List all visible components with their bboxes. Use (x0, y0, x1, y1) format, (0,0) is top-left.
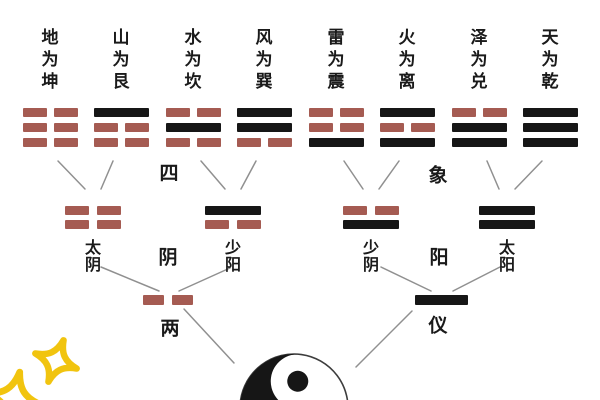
trigram-symbol (522, 108, 578, 153)
taiji-dot (287, 370, 309, 392)
sixiang-symbol (65, 206, 121, 234)
trigram-column-kun: 地 为 坤 (22, 27, 78, 153)
trigram-name-char: 巽 (255, 72, 273, 91)
trigram-symbol (236, 108, 292, 153)
taiji-symbol (239, 353, 349, 400)
sixiang-column-shaoyin: 少 阴 (343, 206, 399, 274)
sixiang-name-char: 少 (362, 240, 379, 257)
label-liang: 两 (160, 318, 180, 340)
trigram-name-char: 火 (398, 28, 416, 47)
trigram-symbol (93, 108, 149, 153)
sixiang-symbol (205, 206, 261, 234)
sixiang-name-char: 太 (498, 240, 515, 257)
sixiang-symbol (479, 206, 535, 234)
connector-lines (57, 160, 543, 368)
sixiang-name-char: 阳 (224, 257, 241, 274)
liangyi-yang-symbol (415, 295, 468, 305)
trigram-name-char: 山 (112, 28, 130, 47)
trigram-column-kan: 水 为 坎 (165, 27, 221, 153)
trigram-column-xun: 风 为 巽 (236, 27, 292, 153)
trigram-name-char: 为 (112, 50, 130, 69)
trigram-name-char: 为 (541, 50, 559, 69)
connector-line (343, 160, 364, 190)
trigram-name-char: 为 (41, 50, 59, 69)
trigram-name-char: 风 (255, 28, 273, 47)
trigram-name: 地 为 坤 (42, 27, 59, 93)
connector-line (514, 160, 543, 190)
sixiang-name-char: 少 (224, 240, 241, 257)
sixiang-name: 太 阳 (499, 240, 515, 274)
trigram-name: 泽 为 兑 (471, 27, 488, 93)
connector-line (240, 160, 257, 190)
connector-line (100, 160, 114, 190)
trigram-name-char: 泽 (470, 28, 488, 47)
trigram-name: 风 为 巽 (256, 27, 273, 93)
connector-line (57, 160, 86, 190)
sixiang-name-char: 太 (84, 240, 101, 257)
trigram-name-char: 为 (184, 50, 202, 69)
trigram-name-char: 地 (41, 28, 59, 47)
label-image: 象 (428, 165, 448, 187)
trigram-name: 水 为 坎 (185, 27, 202, 93)
sixiang-name-char: 阴 (84, 257, 101, 274)
trigram-name: 天 为 乾 (542, 27, 559, 93)
trigram-name-char: 坤 (41, 72, 59, 91)
sparkle-icon (0, 368, 45, 400)
trigram-name: 雷 为 震 (328, 27, 345, 93)
trigram-name: 山 为 艮 (113, 27, 130, 93)
trigram-name-char: 艮 (112, 72, 130, 91)
trigram-symbol (22, 108, 78, 153)
sparkle-icon (32, 337, 80, 385)
sixiang-name: 太 阴 (85, 240, 101, 274)
trigram-column-gen: 山 为 艮 (93, 27, 149, 153)
trigram-name-char: 为 (398, 50, 416, 69)
trigram-name-char: 为 (470, 50, 488, 69)
label-four: 四 (159, 163, 179, 185)
sixiang-column-taiyin: 太 阴 (65, 206, 121, 274)
taiji-swirl (240, 354, 318, 400)
taiji-circle (239, 353, 349, 400)
trigram-name-char: 坎 (184, 72, 202, 91)
sixiang-name-char: 阳 (498, 257, 515, 274)
sixiang-name: 少 阴 (363, 240, 379, 274)
trigram-name-char: 雷 (327, 28, 345, 47)
trigram-symbol (165, 108, 221, 153)
trigram-name: 火 为 离 (399, 27, 416, 93)
trigram-name-char: 震 (327, 72, 345, 91)
trigram-column-qian: 天 为 乾 (522, 27, 578, 153)
trigram-name-char: 水 (184, 28, 202, 47)
trigram-symbol (308, 108, 364, 153)
trigram-symbol (451, 108, 507, 153)
trigram-column-dui: 泽 为 兑 (451, 27, 507, 153)
sixiang-column-shaoyang: 少 阳 (205, 206, 261, 274)
liangyi-yin-symbol (143, 295, 193, 305)
trigram-name-char: 为 (255, 50, 273, 69)
label-yin: 阴 (158, 247, 178, 269)
trigram-name-char: 乾 (541, 72, 559, 91)
connector-line (183, 308, 235, 364)
trigram-name-char: 天 (541, 28, 559, 47)
sixiang-name-char: 阴 (362, 257, 379, 274)
connector-line (200, 160, 226, 190)
trigram-column-li: 火 为 离 (379, 27, 435, 153)
connector-line (378, 160, 400, 190)
trigram-name-char: 兑 (470, 72, 488, 91)
trigram-name-char: 为 (327, 50, 345, 69)
trigram-name-char: 离 (398, 72, 416, 91)
sixiang-column-taiyang: 太 阳 (479, 206, 535, 274)
label-yang: 阳 (429, 247, 449, 269)
connector-line (486, 160, 500, 190)
connector-line (355, 310, 413, 368)
sixiang-symbol (343, 206, 399, 234)
sixiang-name: 少 阳 (225, 240, 241, 274)
label-yi: 仪 (428, 315, 448, 337)
trigram-column-zhen: 雷 为 震 (308, 27, 364, 153)
trigram-symbol (379, 108, 435, 153)
